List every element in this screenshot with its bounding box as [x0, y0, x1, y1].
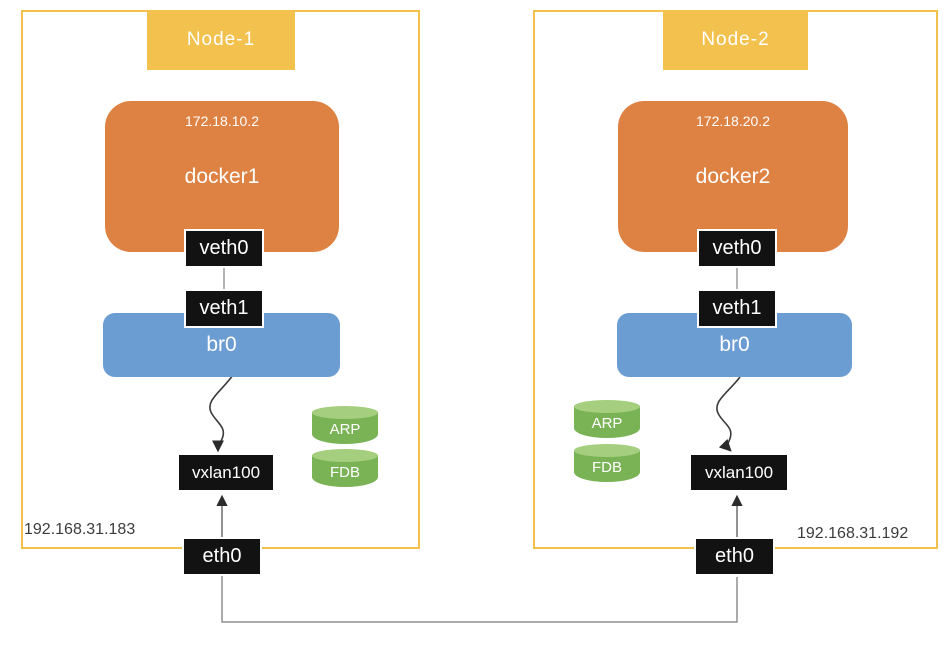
- docker2-ip-label: 172.18.20.2: [696, 113, 770, 129]
- docker2-container: 172.18.20.2 docker2: [618, 101, 848, 252]
- node2-fdb-label: FDB: [592, 459, 622, 476]
- br0-vxlan-squiggle-node1: [209, 374, 234, 453]
- docker1-ip-label: 172.18.10.2: [185, 113, 259, 129]
- node1-veth0-interface: veth0: [184, 229, 264, 268]
- node1-arp-table-cylinder: ARP: [312, 406, 378, 444]
- node2-eth0-interface: eth0: [694, 537, 775, 576]
- eth0-underlay-link: [221, 576, 738, 623]
- node2-veth0-interface: veth0: [697, 229, 777, 268]
- docker1-name-label: docker1: [184, 164, 260, 188]
- node1-vxlan100-interface: vxlan100: [177, 453, 275, 492]
- node1-host-ip-label: 192.168.31.183: [24, 521, 136, 538]
- docker1-container: 172.18.10.2 docker1: [105, 101, 339, 252]
- node1-fdb-table-cylinder: FDB: [312, 449, 378, 487]
- node1-veth1-interface: veth1: [184, 289, 264, 328]
- node1-title: Node-1: [147, 10, 295, 70]
- br0-vxlan-squiggle-node2: [716, 376, 741, 452]
- node2-host-ip-label: 192.168.31.192: [797, 525, 909, 542]
- node2-arp-label: ARP: [591, 415, 623, 432]
- node1-fdb-label: FDB: [330, 464, 360, 481]
- node2-vxlan100-interface: vxlan100: [689, 453, 789, 492]
- node1-eth0-interface: eth0: [182, 537, 262, 576]
- node2-fdb-table-cylinder: FDB: [574, 444, 640, 482]
- node1-arp-label: ARP: [329, 421, 361, 438]
- docker2-name-label: docker2: [695, 164, 771, 188]
- node2-veth1-interface: veth1: [697, 289, 777, 328]
- node2-title: Node-2: [663, 10, 808, 70]
- node2-arp-table-cylinder: ARP: [574, 400, 640, 438]
